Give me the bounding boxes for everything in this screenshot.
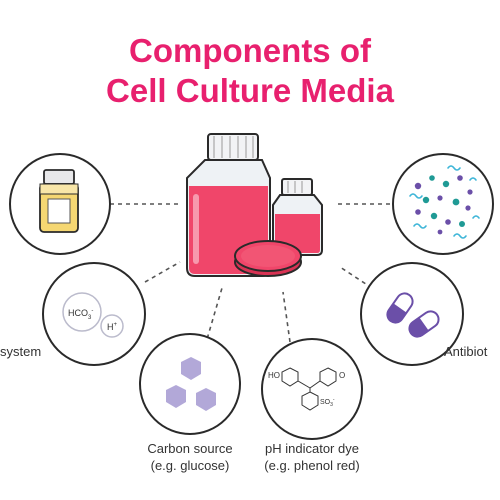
- proton-bubble: [100, 314, 124, 338]
- bicarbonate-bubble: [62, 292, 102, 332]
- label-antibiotics: Antibiot: [444, 344, 488, 359]
- glucose-hexagon-1: [181, 357, 201, 380]
- capsule-2: [408, 310, 440, 338]
- glucose-hexagon-3: [196, 388, 216, 411]
- hydroxyl-label: HO: [268, 371, 280, 380]
- circle-reagent-bottle: [9, 153, 111, 255]
- oxo-label: O: [339, 371, 345, 380]
- circle-ph-indicator: HO O SO3-: [261, 338, 363, 440]
- connector-buffer: [144, 261, 181, 283]
- petri-dish: [234, 240, 302, 277]
- circle-antibiotics: [360, 262, 464, 366]
- label-carbon-line2: (e.g. glucose): [150, 458, 230, 473]
- label-ph-indicator: pH indicator dye (e.g. phenol red): [240, 440, 384, 474]
- connector-lines: [110, 203, 393, 347]
- label-carbon-source: Carbon source (e.g. glucose): [118, 440, 262, 474]
- label-buffer-system: system: [0, 344, 42, 359]
- label-carbon-line1: Carbon source: [147, 441, 233, 456]
- bicarbonate-formula: HCO3-: [68, 308, 93, 321]
- proton-formula: H+: [107, 322, 118, 332]
- diagram-title-line2: Cell Culture Media: [106, 72, 394, 109]
- label-ph-line2: (e.g. phenol red): [264, 458, 360, 473]
- diagram-title-line1: Components of: [129, 32, 371, 69]
- connector-ph: [282, 291, 291, 343]
- circle-carbon-source: [139, 333, 241, 435]
- sulfonate-label: SO3-: [320, 397, 335, 408]
- glucose-hexagon-2: [166, 385, 186, 408]
- label-ph-line1: pH indicator dye: [265, 441, 359, 456]
- capsule-1: [386, 292, 414, 324]
- circle-particles: [392, 153, 494, 255]
- circle-buffer-system: HCO3- H+: [42, 262, 146, 366]
- connector-antibiotics: [339, 266, 373, 289]
